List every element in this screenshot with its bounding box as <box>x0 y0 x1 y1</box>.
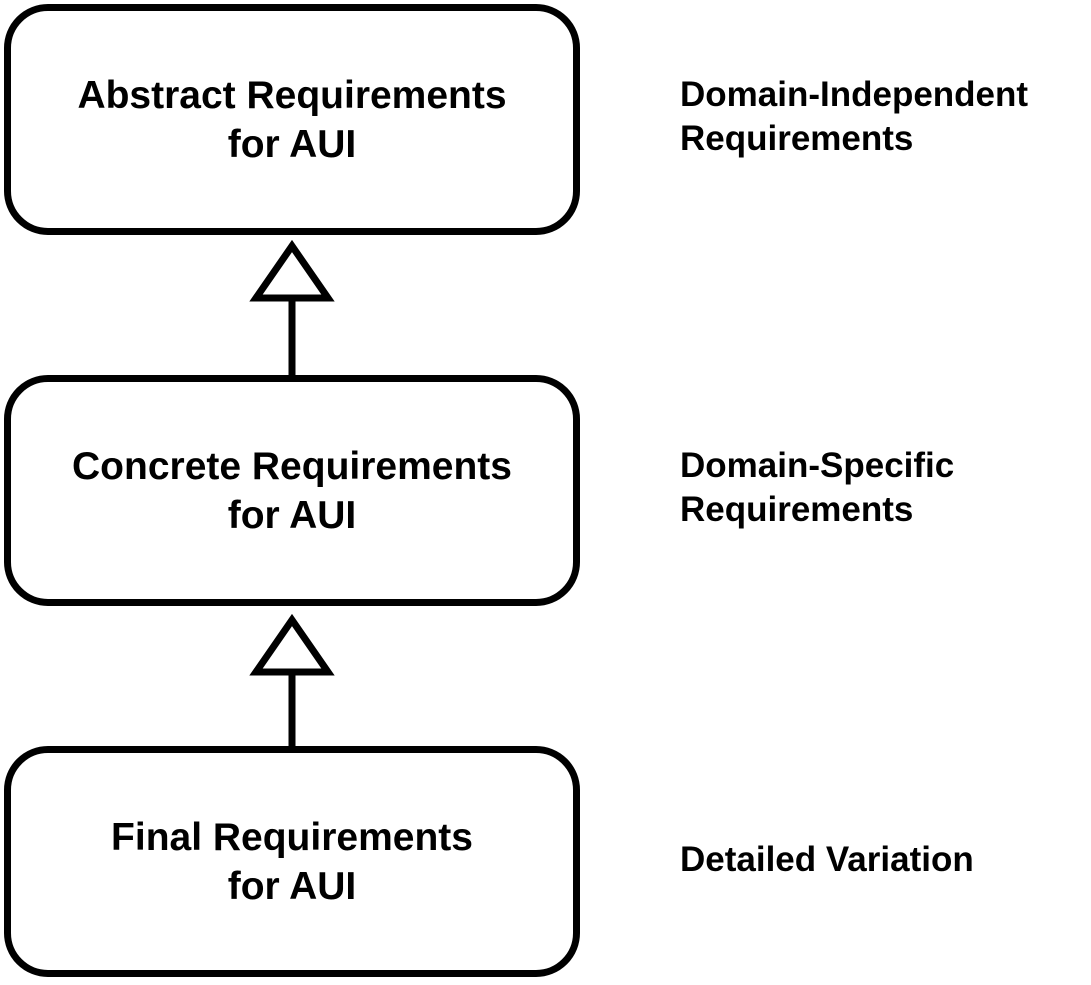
arrow-head-hollow-triangle <box>249 613 335 676</box>
concrete-requirements-box: Concrete Requirements for AUI <box>4 375 580 606</box>
generalization-arrow-final-to-concrete <box>249 613 335 746</box>
generalization-arrow-concrete-to-abstract <box>249 239 335 375</box>
label-line2: Requirements <box>680 119 914 158</box>
label-line2: Requirements <box>680 490 914 529</box>
box-title-line1: Concrete Requirements <box>72 444 512 488</box>
box-title-line1: Final Requirements <box>111 815 473 859</box>
label-line1: Detailed Variation <box>680 840 974 879</box>
domain-specific-label: Domain-Specific Requirements <box>680 444 954 532</box>
box-title-line2: for AUI <box>227 122 357 166</box>
box-title-line2: for AUI <box>227 493 357 537</box>
final-requirements-box: Final Requirements for AUI <box>4 746 580 977</box>
box-title-line2: for AUI <box>227 864 357 908</box>
domain-independent-label: Domain-Independent Requirements <box>680 73 1028 161</box>
detailed-variation-label: Detailed Variation <box>680 838 974 882</box>
abstract-requirements-box: Abstract Requirements for AUI <box>4 4 580 235</box>
arrow-head-hollow-triangle <box>249 239 335 302</box>
box-title-line1: Abstract Requirements <box>77 73 507 117</box>
label-line1: Domain-Specific <box>680 446 955 485</box>
label-line1: Domain-Independent <box>680 75 1029 114</box>
